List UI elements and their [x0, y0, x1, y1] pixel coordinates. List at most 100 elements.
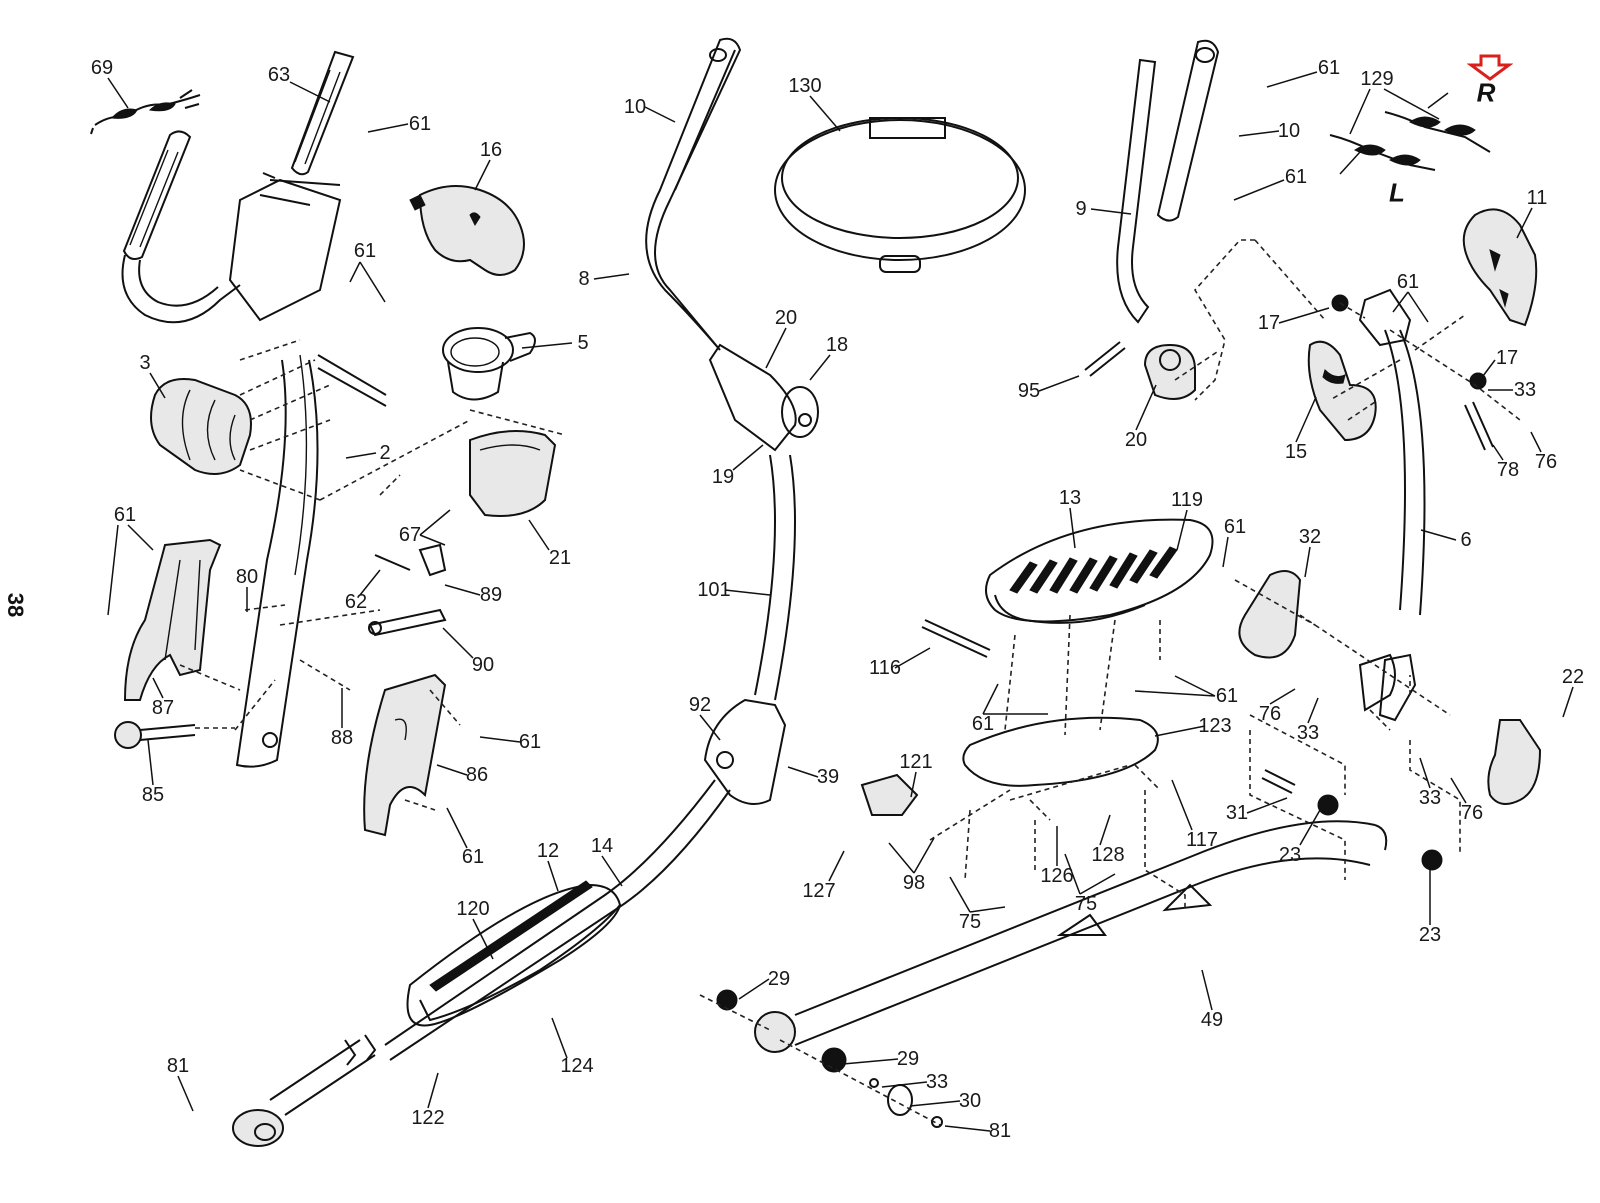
part-129-wire-harness	[1329, 92, 1491, 175]
callout-15: 15	[1284, 441, 1308, 463]
part-13-pedal-right	[985, 518, 1214, 624]
callout-10: 10	[1277, 120, 1301, 142]
callout-61: 61	[113, 504, 137, 526]
callout-127: 127	[802, 880, 836, 902]
callout-76: 76	[1460, 802, 1484, 824]
callout-20: 20	[1124, 429, 1148, 451]
callout-9: 9	[1075, 198, 1087, 220]
part-69-wire-harness	[90, 89, 201, 135]
left-side-label: L	[1389, 177, 1405, 208]
callout-124: 124	[560, 1055, 594, 1077]
part-39-pivot	[703, 698, 787, 805]
part-10-grip-right	[1156, 39, 1220, 222]
part-86-lower-cover	[363, 673, 447, 837]
callout-75: 75	[1074, 893, 1098, 915]
callout-123: 123	[1198, 715, 1232, 737]
callout-121: 121	[899, 751, 933, 773]
part-101-lower-arm	[754, 454, 796, 701]
part-20-cap-right	[1143, 343, 1196, 400]
callout-75: 75	[958, 911, 982, 933]
callout-61: 61	[353, 240, 377, 262]
callout-61: 61	[1215, 685, 1239, 707]
callout-3: 3	[139, 352, 151, 374]
callout-2: 2	[379, 442, 391, 464]
callout-5: 5	[577, 332, 589, 354]
callout-6: 6	[1460, 529, 1472, 551]
part-2-upright	[228, 172, 387, 768]
callout-49: 49	[1200, 1009, 1224, 1031]
callout-12: 12	[536, 840, 560, 862]
right-side-label: R	[1476, 77, 1496, 108]
callout-61: 61	[1317, 57, 1341, 79]
part-15-cover	[1307, 340, 1377, 442]
callout-20: 20	[774, 307, 798, 329]
callout-22: 22	[1561, 666, 1585, 688]
part-9-tube	[1116, 58, 1157, 324]
callout-17: 17	[1495, 347, 1519, 369]
callout-10: 10	[623, 96, 647, 118]
part-11-cover	[1462, 208, 1538, 327]
part-8-upper-arm	[645, 37, 819, 452]
callout-81: 81	[988, 1120, 1012, 1142]
callout-98: 98	[902, 872, 926, 894]
callout-32: 32	[1298, 526, 1322, 548]
part-116-pin	[921, 619, 991, 658]
part-95-bolt	[1084, 341, 1126, 377]
callout-61: 61	[971, 713, 995, 735]
part-31-pin	[1261, 769, 1296, 794]
callout-19: 19	[711, 466, 735, 488]
callout-76: 76	[1258, 703, 1282, 725]
part-5-cup-top	[442, 327, 536, 401]
callout-69: 69	[90, 57, 114, 79]
callout-92: 92	[688, 694, 712, 716]
callout-116: 116	[869, 657, 901, 679]
callout-129: 129	[1360, 68, 1394, 90]
callout-61: 61	[1396, 271, 1420, 293]
callout-14: 14	[590, 835, 614, 857]
callout-33: 33	[1418, 787, 1442, 809]
part-6-upright-right	[1358, 288, 1426, 722]
callout-29: 29	[767, 968, 791, 990]
part-32-cover	[1238, 570, 1302, 659]
callout-95: 95	[1017, 380, 1041, 402]
part-16-console-bracket	[409, 185, 525, 276]
callout-61: 61	[408, 113, 432, 135]
part-22-end-cap	[1487, 719, 1542, 805]
callout-117: 117	[1186, 829, 1218, 851]
callout-119: 119	[1171, 489, 1203, 511]
callout-31: 31	[1225, 802, 1249, 824]
callout-23: 23	[1418, 924, 1442, 946]
part-3-shroud	[150, 378, 252, 475]
callout-61: 61	[518, 731, 542, 753]
callout-128: 128	[1091, 844, 1125, 866]
callout-29: 29	[896, 1048, 920, 1070]
part-63-grip	[290, 50, 355, 176]
callout-76: 76	[1534, 451, 1558, 473]
callout-61: 61	[461, 846, 485, 868]
callout-81: 81	[166, 1055, 190, 1077]
part-89-90-bracket	[368, 543, 447, 637]
callout-8: 8	[578, 268, 590, 290]
part-121-handle	[860, 773, 919, 816]
callout-21: 21	[548, 547, 572, 569]
pedal-ribs	[429, 880, 593, 992]
pedal-ribs-right	[1009, 546, 1178, 594]
callout-126: 126	[1040, 865, 1074, 887]
callout-33: 33	[1296, 722, 1320, 744]
part-81-end-cap	[232, 1109, 284, 1147]
callout-101: 101	[697, 579, 731, 601]
handlebar-left-grip	[121, 130, 241, 324]
callout-80: 80	[235, 566, 259, 588]
callout-39: 39	[816, 766, 840, 788]
callout-33: 33	[925, 1071, 949, 1093]
part-85-knob	[114, 721, 196, 749]
callout-85: 85	[141, 784, 165, 806]
part-130-chest-strap	[774, 117, 1026, 273]
callout-13: 13	[1058, 487, 1082, 509]
callout-33: 33	[1513, 379, 1537, 401]
part-78-bolt	[1464, 401, 1494, 451]
callout-62: 62	[344, 591, 368, 613]
callout-61: 61	[1223, 516, 1247, 538]
callout-78: 78	[1496, 459, 1520, 481]
